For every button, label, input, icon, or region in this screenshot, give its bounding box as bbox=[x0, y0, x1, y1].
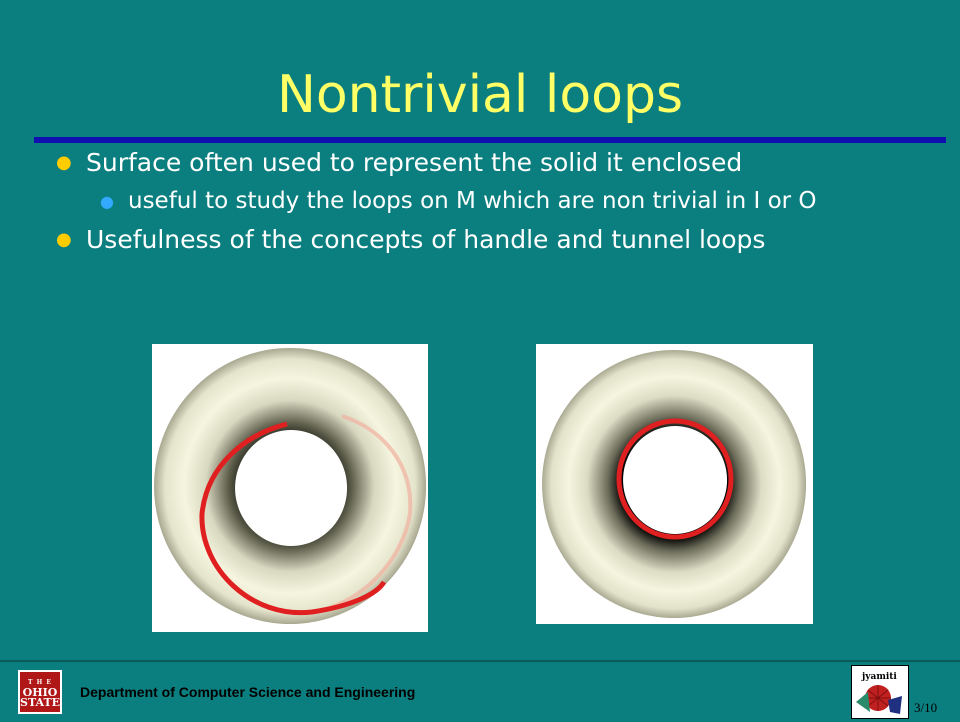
torus-tunnel-loop-illustration bbox=[542, 350, 807, 618]
torus-tunnel-loop-figure bbox=[536, 344, 813, 624]
slide-title: Nontrivial loops bbox=[276, 65, 684, 125]
bullet-item: ● Usefulness of the concepts of handle a… bbox=[52, 223, 932, 257]
bullet-text: Surface often used to represent the soli… bbox=[86, 148, 743, 177]
sub-bullet-item: ● useful to study the loops on M which a… bbox=[52, 186, 932, 217]
torus-handle-loop-figure bbox=[152, 344, 428, 632]
bullet-text: useful to study the loops on M which are… bbox=[128, 188, 817, 214]
title-divider bbox=[34, 137, 946, 143]
bullet-dot-icon: ● bbox=[56, 229, 72, 250]
page-number: 3/10 bbox=[914, 700, 938, 715]
bullet-dot-icon: ● bbox=[56, 152, 72, 173]
torus-handle-loop-illustration bbox=[154, 348, 427, 624]
department-name: Department of Computer Science and Engin… bbox=[80, 684, 416, 700]
bullet-list: ● Surface often used to represent the so… bbox=[52, 146, 932, 263]
footer-divider bbox=[0, 660, 960, 662]
bullet-text: Usefulness of the concepts of handle and… bbox=[86, 225, 766, 254]
bullet-dot-icon: ● bbox=[100, 192, 114, 211]
bullet-item: ● Surface often used to represent the so… bbox=[52, 146, 932, 180]
jyamiti-lab-logo: jyamiti bbox=[851, 665, 909, 719]
svg-text:jyamiti: jyamiti bbox=[861, 672, 897, 682]
jyamiti-logo-icon: jyamiti bbox=[856, 672, 902, 714]
